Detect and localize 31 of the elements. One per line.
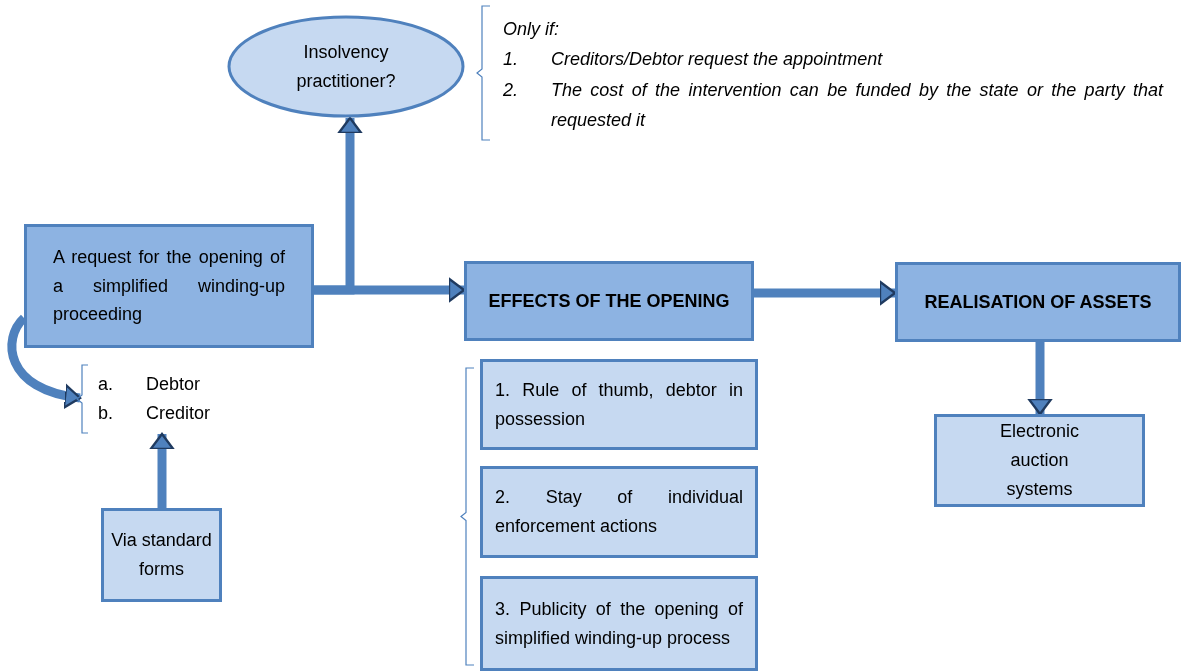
list-item-text: Debtor <box>146 373 202 397</box>
ellipse-node <box>227 15 465 118</box>
process-box <box>101 508 222 602</box>
box-text: Via standard forms <box>110 529 213 581</box>
process-box <box>464 261 754 341</box>
box-text: 2. Stay of individual enforcement actions <box>494 486 744 538</box>
node-text: Insolvency practitioner? <box>295 40 397 93</box>
box-text: 3. Publicity of the opening of simplified winding-up process <box>494 597 744 650</box>
process-box <box>480 359 758 450</box>
process-box <box>480 466 758 558</box>
box-text: EFFECTS OF THE OPENING <box>487 289 731 313</box>
block-arrow <box>1027 342 1053 416</box>
process-box <box>480 576 758 671</box>
box-text: A request for the opening of a simplified winding-up proceeding <box>52 245 286 327</box>
list-item-text: Creditor <box>146 402 212 425</box>
note-heading: Only if: <box>503 18 560 41</box>
list-marker: a. <box>98 373 114 397</box>
note-number: 2. <box>503 79 519 102</box>
box-text: REALISATION OF ASSETS <box>923 290 1153 314</box>
block-arrow <box>149 432 175 508</box>
list-marker: b. <box>98 402 114 425</box>
note-text: Creditors/Debtor request the appointment <box>551 48 884 71</box>
note-number: 1. <box>503 48 519 71</box>
box-text: 1. Rule of thumb, debtor in possession <box>494 378 744 431</box>
process-box <box>24 224 314 348</box>
note-text: The cost of the intervention can be funded by the state or the party that requested it <box>551 79 1163 132</box>
box-text: Electronic auction systems <box>999 420 1080 501</box>
process-box <box>895 262 1181 342</box>
block-arrow <box>754 280 897 306</box>
block-arrow <box>314 277 466 303</box>
process-box <box>934 414 1145 507</box>
